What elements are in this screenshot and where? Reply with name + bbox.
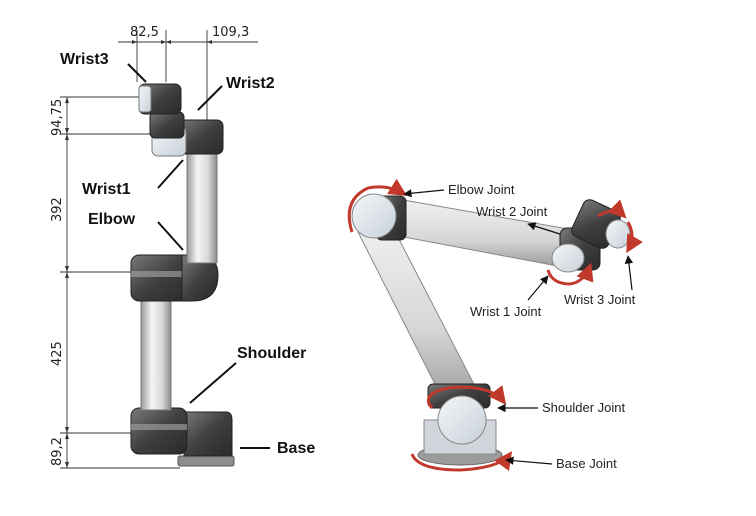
rotation-arrows	[347, 178, 643, 472]
shoulder-joint-block	[130, 407, 188, 455]
wrist1-rotation-arrow-icon	[546, 262, 594, 286]
label-wrist2: Wrist2	[226, 75, 275, 92]
dim-lower-arm: 425	[50, 341, 65, 366]
iso-wrist3-cap	[605, 219, 631, 249]
dim-top-left: 82,5	[130, 25, 159, 40]
left-robot-elevation: 82,5 109,3 94,75 392 425 89,2 Wrist3 Wri…	[50, 25, 315, 469]
lower-arm-tube	[140, 299, 172, 411]
wrist3-rotation-arrow-icon	[626, 221, 643, 254]
dim-base-height: 89,2	[50, 437, 65, 466]
dim-wrist-height: 94,75	[50, 99, 65, 136]
upper-arm-tube	[186, 147, 218, 264]
shoulder-rotation-arrow-icon	[427, 385, 507, 409]
label-shoulder-joint: Shoulder Joint	[542, 400, 625, 415]
iso-wrist1-cap	[551, 243, 585, 273]
base-plate	[177, 455, 235, 467]
label-wrist2-joint: Wrist 2 Joint	[476, 204, 548, 219]
label-wrist3: Wrist3	[60, 51, 109, 68]
wrist2-joint-block	[149, 111, 185, 139]
iso-elbow-joint-cap	[351, 193, 397, 239]
left-leader-lines	[127, 63, 270, 449]
label-elbow-joint: Elbow Joint	[448, 182, 515, 197]
wrist2-rotation-arrow-icon	[597, 199, 627, 219]
label-wrist3-joint: Wrist 3 Joint	[564, 292, 636, 307]
label-base: Base	[277, 440, 315, 457]
elbow-rotation-arrow-icon	[347, 178, 408, 233]
right-robot-isometric: Elbow Joint Wrist 2 Joint Wrist 1 Joint …	[347, 178, 643, 472]
label-wrist1-joint: Wrist 1 Joint	[470, 304, 542, 319]
label-base-joint: Base Joint	[556, 456, 617, 471]
iso-shoulder-joint-cap	[437, 395, 487, 445]
elbow-joint-block	[130, 254, 190, 302]
wrist3-cap	[138, 85, 152, 113]
label-wrist1: Wrist1	[82, 181, 131, 198]
vertical-dimension-lines	[60, 96, 180, 469]
label-shoulder: Shoulder	[237, 345, 306, 362]
dim-upper-arm: 392	[50, 197, 65, 222]
base-housing	[183, 411, 233, 457]
left-robot-body	[130, 83, 235, 467]
dim-top-right: 109,3	[212, 25, 249, 40]
right-leader-arrows	[403, 189, 634, 465]
base-rotation-arrow-icon	[410, 451, 513, 472]
label-elbow: Elbow	[88, 211, 136, 228]
